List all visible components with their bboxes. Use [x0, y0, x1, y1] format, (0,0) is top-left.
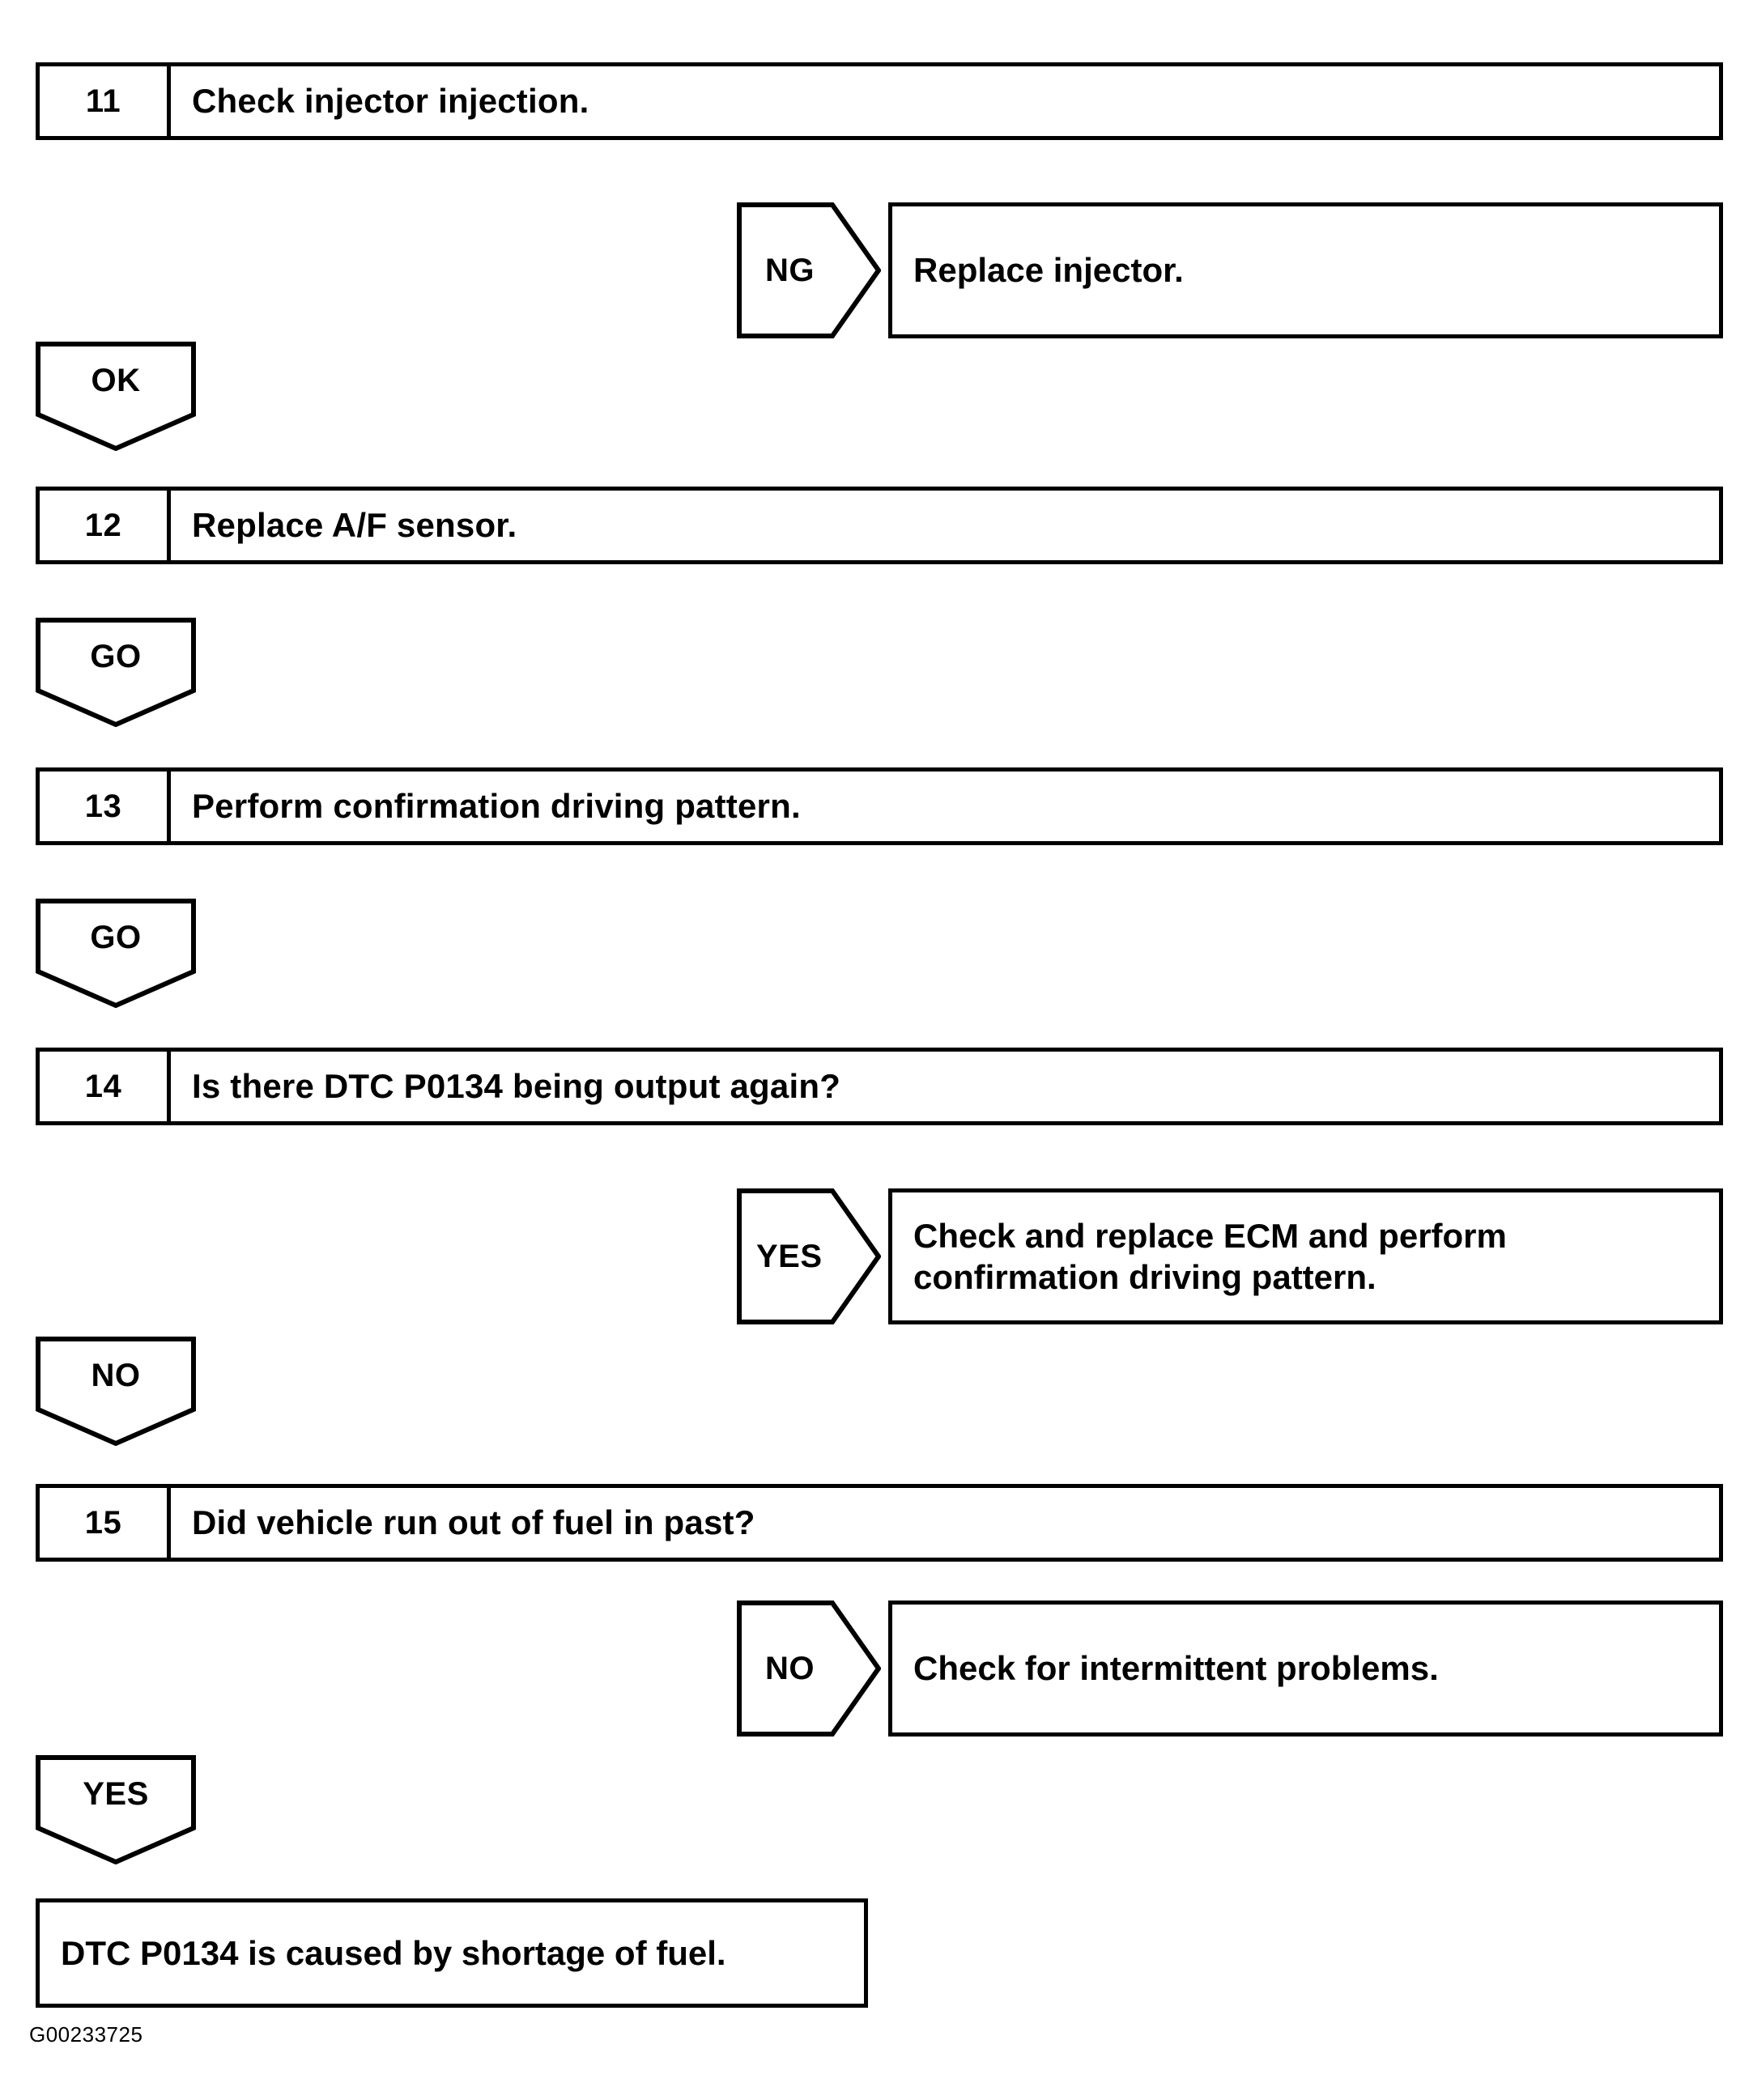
step-text-13: Perform confirmation driving pattern.: [192, 787, 801, 825]
branch-label-no-2: NO: [765, 1650, 815, 1686]
down-pentagon-shape: [36, 899, 196, 1008]
result-text-check-intermittent: Check for intermittent problems.: [913, 1649, 1439, 1687]
step-number-12: 12: [40, 491, 171, 560]
branch-label-ng: NG: [765, 252, 815, 288]
branch-arrow-no-intermittent: NO: [737, 1601, 881, 1737]
step-text-11: Check injector injection.: [192, 82, 589, 120]
figure-id-label: G00233725: [29, 2022, 143, 2047]
conclusion-text: DTC P0134 is caused by shortage of fuel.: [61, 1933, 726, 1972]
branch-arrow-ng-injector: NG: [737, 202, 881, 338]
branch-label-ok: OK: [91, 363, 141, 398]
step-text-14: Is there DTC P0134 being output again?: [192, 1067, 841, 1105]
branch-arrow-ok: OK: [36, 342, 196, 451]
branch-label-go-1: GO: [90, 639, 142, 674]
step-text-15: Did vehicle run out of fuel in past?: [192, 1503, 755, 1541]
branch-arrow-go-step13: GO: [36, 618, 196, 727]
step-row-15: 15 Did vehicle run out of fuel in past?: [36, 1484, 1723, 1562]
right-pentagon-shape: [737, 1601, 881, 1737]
branch-arrow-yes-shortage: YES: [36, 1755, 196, 1864]
down-pentagon-shape: [36, 1337, 196, 1446]
result-box-check-replace-ecm: Check and replace ECM and perform confir…: [888, 1188, 1723, 1324]
branch-label-go-2: GO: [90, 920, 142, 955]
step-row-12: 12 Replace A/F sensor.: [36, 487, 1723, 564]
branch-arrow-yes-ecm: YES: [737, 1188, 881, 1324]
step-row-14: 14 Is there DTC P0134 being output again…: [36, 1048, 1723, 1125]
down-pentagon-shape: [36, 618, 196, 727]
step-number-14: 14: [40, 1052, 171, 1121]
branch-arrow-go-step14: GO: [36, 899, 196, 1008]
step-row-11: 11 Check injector injection.: [36, 62, 1723, 140]
right-pentagon-shape: [737, 1188, 881, 1324]
step-number-11: 11: [40, 66, 171, 136]
right-pentagon-shape: [737, 202, 881, 338]
step-text-12: Replace A/F sensor.: [192, 506, 517, 544]
branch-label-yes-1: YES: [756, 1238, 823, 1274]
result-text-replace-injector: Replace injector.: [913, 251, 1184, 289]
result-text-ecm-line2: confirmation driving pattern.: [913, 1258, 1376, 1296]
branch-label-yes-2: YES: [83, 1776, 149, 1812]
result-box-check-intermittent: Check for intermittent problems.: [888, 1601, 1723, 1737]
result-box-replace-injector: Replace injector.: [888, 202, 1723, 338]
step-number-15: 15: [40, 1488, 171, 1558]
branch-label-no-1: NO: [91, 1358, 141, 1393]
conclusion-box: DTC P0134 is caused by shortage of fuel.: [36, 1898, 868, 2008]
step-number-13: 13: [40, 772, 171, 841]
step-row-13: 13 Perform confirmation driving pattern.: [36, 767, 1723, 845]
down-pentagon-shape: [36, 342, 196, 451]
down-pentagon-shape: [36, 1755, 196, 1864]
result-text-ecm-line1: Check and replace ECM and perform: [913, 1216, 1507, 1255]
branch-arrow-no-step15: NO: [36, 1337, 196, 1446]
